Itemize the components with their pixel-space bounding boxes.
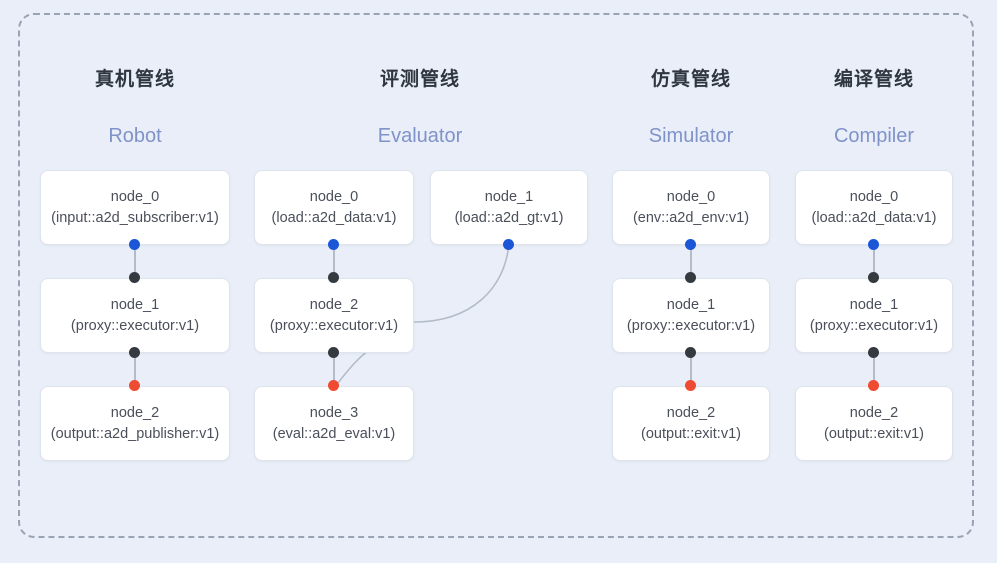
port-output-blue[interactable] <box>868 239 879 250</box>
column-title-en-evaluator: Evaluator <box>377 125 463 147</box>
node-name: node_3 <box>309 404 359 421</box>
port-input-red[interactable] <box>129 380 140 391</box>
node-box[interactable]: node_1 (load::a2d_gt:v1) <box>430 170 588 245</box>
port-input-red[interactable] <box>328 380 339 391</box>
node-box[interactable]: node_1 (proxy::executor:v1) <box>795 278 953 353</box>
node-box[interactable]: node_3 (eval::a2d_eval:v1) <box>254 386 414 461</box>
port-input-black[interactable] <box>129 272 140 283</box>
column-title-en-robot: Robot <box>108 125 162 147</box>
node-box[interactable]: node_0 (env::a2d_env:v1) <box>612 170 770 245</box>
node-spec: (output::a2d_publisher:v1) <box>50 425 220 442</box>
node-spec: (input::a2d_subscriber:v1) <box>51 209 219 226</box>
node-box[interactable]: node_0 (load::a2d_data:v1) <box>795 170 953 245</box>
port-output-black[interactable] <box>129 347 140 358</box>
port-output-blue[interactable] <box>129 239 140 250</box>
node-name: node_2 <box>309 296 359 313</box>
column-title-en-compiler: Compiler <box>833 125 915 147</box>
node-box[interactable]: node_2 (output::a2d_publisher:v1) <box>40 386 230 461</box>
node-spec: (eval::a2d_eval:v1) <box>272 425 396 442</box>
node-name: node_1 <box>484 188 534 205</box>
node-name: node_1 <box>849 296 899 313</box>
node-box[interactable]: node_1 (proxy::executor:v1) <box>612 278 770 353</box>
port-input-red[interactable] <box>868 380 879 391</box>
node-box[interactable]: node_0 (load::a2d_data:v1) <box>254 170 414 245</box>
port-output-black[interactable] <box>685 347 696 358</box>
node-box[interactable]: node_2 (output::exit:v1) <box>612 386 770 461</box>
node-name: node_0 <box>110 188 160 205</box>
node-box[interactable]: node_2 (output::exit:v1) <box>795 386 953 461</box>
node-box[interactable]: node_0 (input::a2d_subscriber:v1) <box>40 170 230 245</box>
node-box[interactable]: node_2 (proxy::executor:v1) <box>254 278 414 353</box>
node-name: node_1 <box>666 296 716 313</box>
port-output-black[interactable] <box>868 347 879 358</box>
node-name: node_2 <box>666 404 716 421</box>
node-spec: (load::a2d_gt:v1) <box>454 209 564 226</box>
port-input-black[interactable] <box>328 272 339 283</box>
node-name: node_0 <box>849 188 899 205</box>
port-output-black[interactable] <box>328 347 339 358</box>
port-output-blue[interactable] <box>685 239 696 250</box>
node-spec: (env::a2d_env:v1) <box>632 209 750 226</box>
port-input-red[interactable] <box>685 380 696 391</box>
node-spec: (proxy::executor:v1) <box>809 317 939 334</box>
port-output-blue[interactable] <box>503 239 514 250</box>
port-input-black[interactable] <box>685 272 696 283</box>
port-output-blue[interactable] <box>328 239 339 250</box>
node-name: node_0 <box>309 188 359 205</box>
column-title-cn-robot: 真机管线 <box>94 69 175 90</box>
node-name: node_1 <box>110 296 160 313</box>
pipeline-group-frame <box>18 13 974 538</box>
column-title-cn-evaluator: 评测管线 <box>379 69 460 90</box>
node-spec: (proxy::executor:v1) <box>269 317 399 334</box>
node-spec: (load::a2d_data:v1) <box>271 209 397 226</box>
node-name: node_2 <box>110 404 160 421</box>
node-box[interactable]: node_1 (proxy::executor:v1) <box>40 278 230 353</box>
port-input-black[interactable] <box>868 272 879 283</box>
node-spec: (proxy::executor:v1) <box>626 317 756 334</box>
column-title-cn-simulator: 仿真管线 <box>650 69 731 90</box>
column-title-cn-compiler: 编译管线 <box>833 69 914 90</box>
node-spec: (output::exit:v1) <box>824 425 924 442</box>
node-name: node_2 <box>849 404 899 421</box>
node-spec: (proxy::executor:v1) <box>70 317 200 334</box>
node-name: node_0 <box>666 188 716 205</box>
column-title-en-simulator: Simulator <box>648 125 734 147</box>
node-spec: (output::exit:v1) <box>641 425 741 442</box>
node-spec: (load::a2d_data:v1) <box>811 209 937 226</box>
